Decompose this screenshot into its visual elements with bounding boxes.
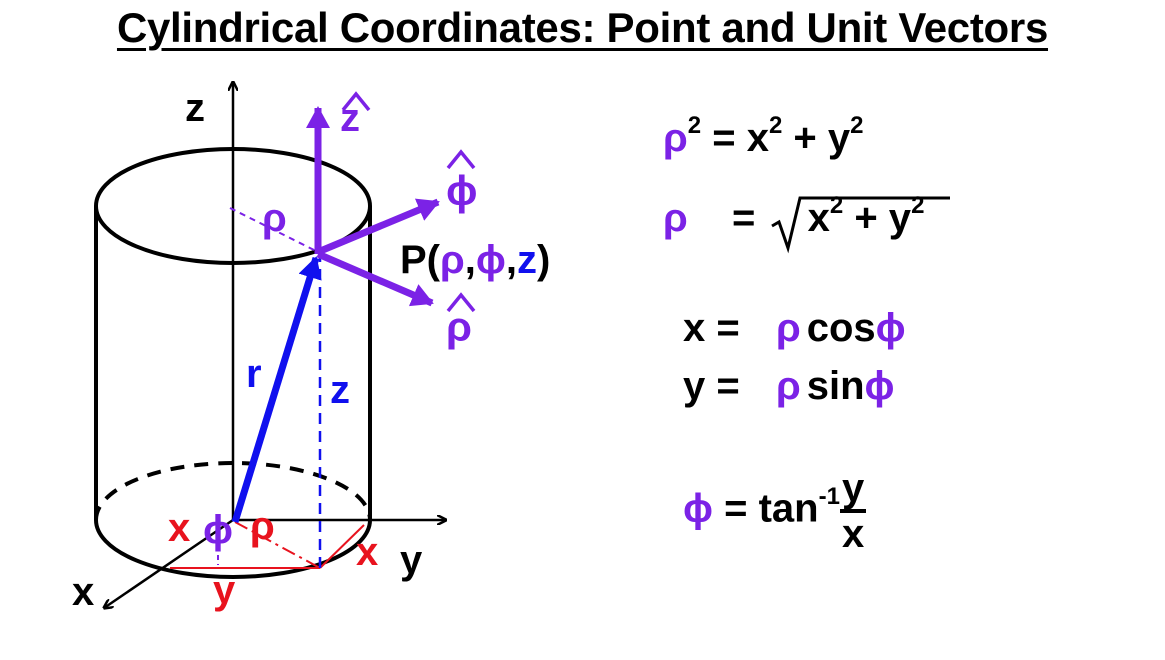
- cylinder-bottom-front: [94, 519, 372, 579]
- z-hat-label: z: [340, 96, 360, 140]
- cylinder-bottom-back-dashed: [94, 461, 372, 521]
- z-hat-caret: [341, 91, 371, 112]
- base-x-left-label: x: [168, 506, 191, 550]
- base-rho-label: ρ: [250, 504, 275, 548]
- base-phi-label: ϕ: [203, 508, 233, 552]
- rho-hat-caret: [446, 292, 476, 313]
- sqrt-symbol: [771, 196, 950, 254]
- y-axis-label: y: [400, 538, 423, 582]
- rho-hat-label: ρ: [446, 303, 472, 350]
- rho-dashed-top: [229, 207, 319, 253]
- x-axis-label: x: [72, 570, 95, 614]
- r-vector: [231, 256, 322, 524]
- phi-hat-label: ϕ: [446, 167, 478, 214]
- z-axis-label: z: [185, 86, 205, 130]
- z-height-label: z: [330, 368, 350, 412]
- r-vector-label: r: [246, 352, 262, 396]
- rho-dashed-base: [234, 521, 321, 569]
- base-y-label: y: [213, 568, 236, 612]
- equation-rho-squared: ρ2 = x2 + y2: [663, 112, 864, 160]
- x-axis: [104, 518, 234, 608]
- phi-hat-vector: [316, 198, 440, 256]
- equation-rho-sqrt: ρ = x2 + y2: [663, 192, 925, 240]
- point-label: P(ρ,ϕ,z): [400, 238, 551, 282]
- page-title: Cylindrical Coordinates: Point and Unit …: [116, 4, 1049, 51]
- rho-top-label: ρ: [262, 196, 287, 240]
- x-projection-line: [319, 524, 365, 569]
- phi-hat-caret: [446, 149, 476, 170]
- rho-hat-vector: [316, 250, 434, 307]
- base-x-right-label: x: [356, 530, 379, 574]
